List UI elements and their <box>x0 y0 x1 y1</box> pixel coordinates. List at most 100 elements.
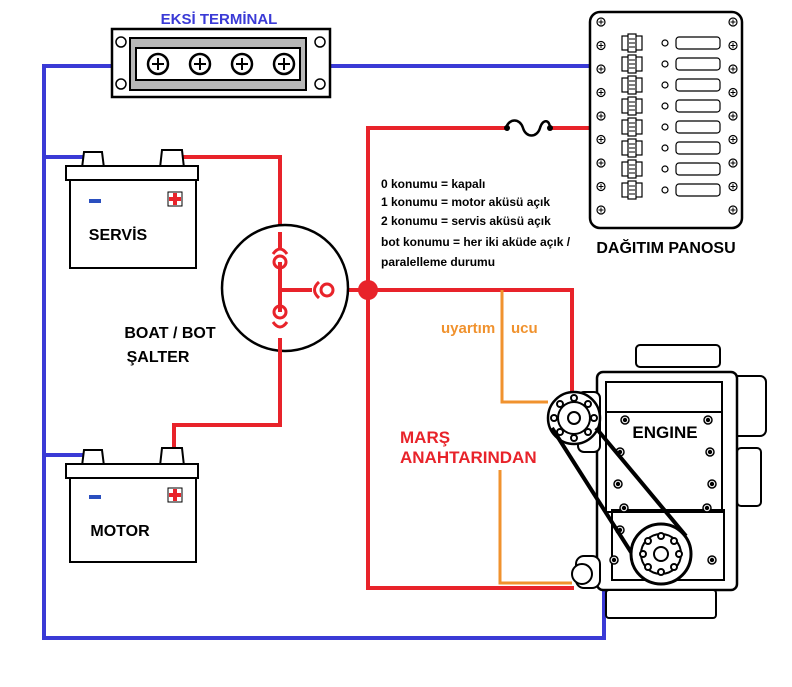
panel-screw-icon <box>728 181 738 192</box>
minus-terminal-icon <box>89 495 101 499</box>
panel-indicator-light <box>661 60 669 68</box>
warning-wire-lower <box>498 470 572 585</box>
panel-screw-icon <box>728 111 738 121</box>
switch-label-line1: BOAT / BOT <box>124 325 215 342</box>
engine-bolt-icon <box>609 555 619 565</box>
negative-terminal-label: EKSİ TERMİNAL <box>161 11 278 28</box>
panel-screw-icon <box>596 134 606 145</box>
screw-terminal-icon <box>188 52 212 76</box>
switch-output-dot <box>319 282 335 298</box>
panel-label-slot <box>675 57 721 71</box>
mount-hole-icon <box>115 78 127 90</box>
engine-bolt-icon <box>707 555 717 565</box>
panel-screw-icon <box>728 205 738 215</box>
switch-label-line2: ŞALTER <box>127 349 190 366</box>
plus-terminal-icon <box>167 191 183 207</box>
panel-screw-icon <box>596 181 606 192</box>
engine-bolt-icon <box>703 415 713 425</box>
positive-wires <box>172 126 590 590</box>
toggle-switch-icon <box>621 96 643 116</box>
starter-terminal <box>571 563 593 585</box>
engine <box>546 344 767 619</box>
screw-terminal-icon <box>146 52 170 76</box>
panel-indicator-light <box>661 165 669 173</box>
engine-label: ENGINE <box>632 423 697 442</box>
panel-indicator-light <box>661 123 669 131</box>
toggle-switch-icon <box>621 159 643 179</box>
positive-hub-to-fuse <box>366 126 506 290</box>
belt-inner <box>550 426 638 562</box>
negative-terminal-bar <box>110 27 332 99</box>
engine-sump <box>605 589 717 619</box>
panel-indicator-light <box>661 81 669 89</box>
panel-screw-icon <box>596 64 606 74</box>
battery-switch <box>220 223 350 355</box>
panel-indicator-light <box>661 102 669 110</box>
alternator-pulley <box>546 390 602 446</box>
panel-rows <box>596 17 738 215</box>
panel-screw-icon <box>596 40 606 51</box>
crank-pulley <box>629 522 693 586</box>
toggle-switch-icon <box>621 54 643 74</box>
panel-screw-icon <box>728 17 738 27</box>
belt-outer <box>594 426 688 538</box>
switch-contact-bottom <box>271 321 289 329</box>
engine-bolt-icon <box>620 415 630 425</box>
mount-hole-icon <box>115 36 127 48</box>
warning-wires <box>498 290 572 585</box>
note-line: 2 konumu = servis aküsü açık <box>381 214 551 228</box>
battery-lid <box>65 463 199 479</box>
panel-screw-icon <box>728 158 738 168</box>
plus-terminal-icon <box>167 487 183 503</box>
screw-terminal-icon <box>230 52 254 76</box>
toggle-switch-icon <box>621 33 643 53</box>
panel-screw-icon <box>728 40 738 51</box>
warning-label-word2: ucu <box>511 320 538 337</box>
distribution-panel <box>588 10 744 230</box>
panel-label-slot <box>675 99 721 113</box>
positive-hub-to-starter <box>366 290 574 590</box>
ignition-label-line1: MARŞ <box>400 428 450 447</box>
engine-label-plate <box>605 381 723 413</box>
note-line: paralelleme durumu <box>381 255 495 269</box>
panel-label-slot <box>675 183 721 197</box>
panel-label: DAĞITIM PANOSU <box>596 238 735 257</box>
note-line: 1 konumu = motor aküsü açık <box>381 195 550 209</box>
note-line: bot konumu = her iki aküde açık / <box>381 235 571 249</box>
positive-motor-to-switch <box>172 355 282 448</box>
panel-screw-icon <box>728 64 738 74</box>
mount-hole-icon <box>314 78 326 90</box>
switch-position-notes: 0 konumu = kapalı 1 konumu = motor aküsü… <box>381 177 571 269</box>
panel-label-slot <box>675 36 721 50</box>
fuse-icon <box>504 119 553 137</box>
toggle-switch-icon <box>621 117 643 137</box>
mount-hole-icon <box>314 36 326 48</box>
panel-screw-icon <box>596 158 606 168</box>
panel-screw-icon <box>596 87 606 98</box>
service-battery-label: SERVİS <box>89 226 148 244</box>
panel-screw-icon <box>596 17 606 27</box>
panel-indicator-light <box>661 39 669 47</box>
terminal-bar-strip <box>135 47 301 81</box>
positive-service-to-switch <box>176 155 282 232</box>
engine-bolt-icon <box>705 447 715 457</box>
note-line: 0 konumu = kapalı <box>381 177 485 191</box>
positive-hub-to-alternator <box>368 288 574 398</box>
engine-bolt-icon <box>702 503 712 513</box>
panel-label-slot <box>675 162 721 176</box>
panel-label-slot <box>675 141 721 155</box>
battery-lid <box>65 165 199 181</box>
engine-bolt-icon <box>619 503 629 513</box>
negative-main-loop <box>42 64 606 640</box>
engine-right-box-lower <box>736 447 762 507</box>
screw-terminal-icon <box>272 52 296 76</box>
panel-screw-icon <box>728 87 738 98</box>
toggle-switch-icon <box>621 138 643 158</box>
panel-indicator-light <box>661 186 669 194</box>
negative-wires <box>42 64 606 640</box>
engine-top-cover <box>635 344 721 368</box>
toggle-switch-icon <box>621 75 643 95</box>
panel-label-slot <box>675 120 721 134</box>
panel-label-slot <box>675 78 721 92</box>
